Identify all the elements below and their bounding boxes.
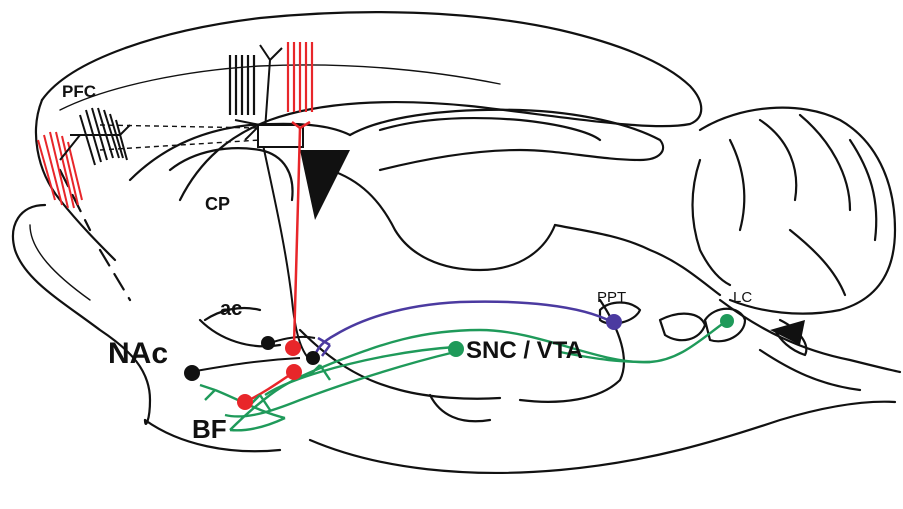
red-neuron-1 <box>285 340 301 356</box>
caudate-putamen-outline <box>170 148 293 200</box>
cerebellum-folia-5 <box>790 230 845 295</box>
label-nac: NAc <box>108 337 168 370</box>
cortex-outline <box>42 12 701 200</box>
cerebellum-folia-1 <box>760 120 796 200</box>
label-lc: LC <box>733 289 752 306</box>
olfactory-bulb <box>13 205 150 424</box>
cerebellum-folia-2 <box>800 115 850 210</box>
cerebellum-outline <box>700 108 895 314</box>
nac-black-neuron <box>184 365 200 381</box>
thalamic-box <box>258 125 303 147</box>
bf-red-neuron <box>237 394 253 410</box>
medulla-outline <box>720 300 900 372</box>
medulla-lower <box>760 350 860 390</box>
red-axon-main <box>294 128 300 345</box>
pfc-hatch-red <box>38 132 82 208</box>
label-pfc: PFC <box>62 82 96 101</box>
label-ppt: PPT <box>597 289 626 306</box>
label-cp: CP <box>205 194 230 214</box>
cerebellum-folia-6 <box>693 160 731 285</box>
green-pathways <box>200 322 725 430</box>
red-neuron-2 <box>286 364 302 380</box>
label-bf: BF <box>192 414 227 444</box>
ppt-purple-neuron <box>606 314 622 330</box>
snc-green-neuron <box>448 341 464 357</box>
lateral-ventricle <box>300 150 350 220</box>
thalamus-outline <box>330 170 555 270</box>
cerebellum-folia-3 <box>850 140 876 240</box>
hippocampus-inner <box>380 118 600 140</box>
ac-black-neuron <box>261 336 275 350</box>
motor-hatch-red <box>288 42 312 112</box>
black-nac-axon <box>190 358 300 372</box>
red-axon-to-bf <box>245 372 294 402</box>
lc-green-neuron <box>720 314 734 328</box>
cerebellum-folia-4 <box>730 140 744 230</box>
pons-inner <box>660 314 705 341</box>
label-snc-vta: SNC / VTA <box>466 337 583 364</box>
motor-hatch-black <box>230 55 254 115</box>
label-ac: ac <box>220 298 242 320</box>
striatal-black-neuron <box>306 351 320 365</box>
brain-outline <box>13 12 900 473</box>
olfactory-inner <box>30 225 90 300</box>
pfc-hatch-black <box>80 108 127 165</box>
brainstem-lower <box>310 402 895 473</box>
